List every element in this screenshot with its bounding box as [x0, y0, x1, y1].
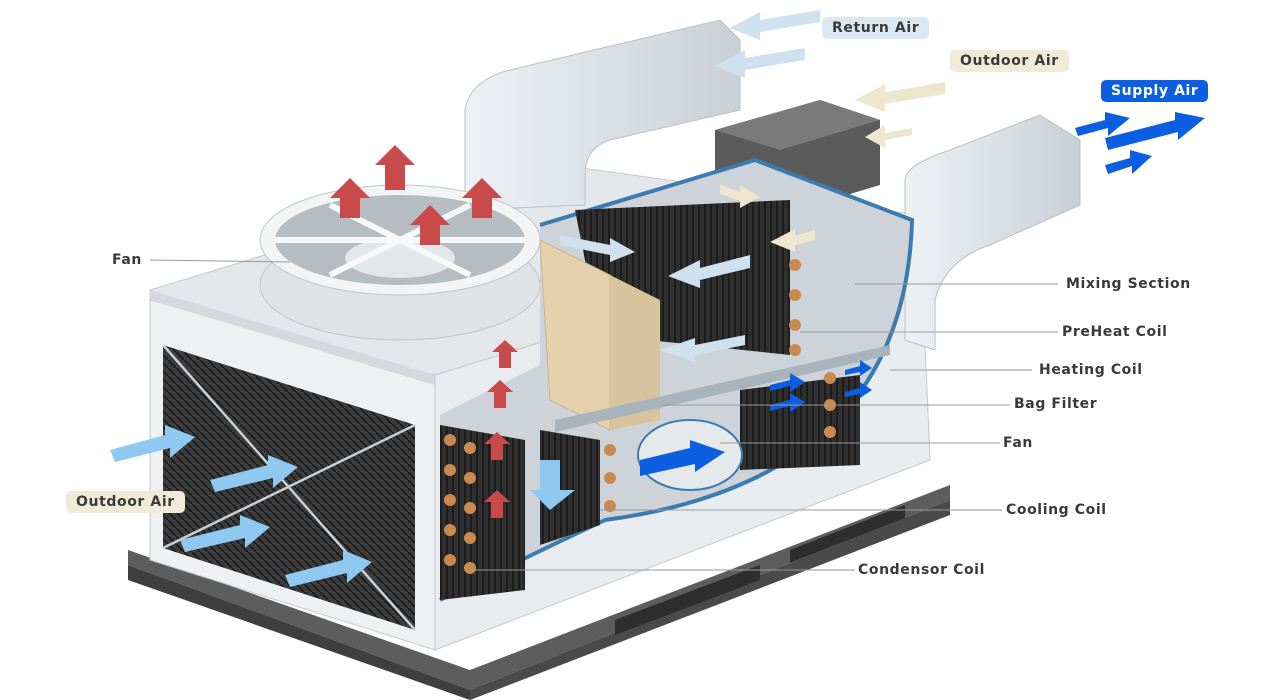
intake-arrows — [110, 425, 575, 587]
outdoor-air-left-label: Outdoor Air — [66, 491, 185, 513]
fan-right-label: Fan — [1003, 435, 1033, 451]
exhaust-arrows — [330, 145, 518, 518]
supply-duct — [904, 114, 1081, 351]
fan-left-label: Fan — [112, 252, 142, 268]
mixing-section-label: Mixing Section — [1066, 276, 1191, 292]
preheat-coil-label: PreHeat Coil — [1062, 324, 1168, 340]
cutaway-interior — [439, 157, 915, 602]
outdoor-air-arrows-top — [855, 82, 945, 148]
bag-filter-label: Bag Filter — [1014, 396, 1098, 412]
return-air-arrows — [715, 10, 820, 78]
supply-air-label: Supply Air — [1101, 80, 1209, 102]
return-air-label: Return Air — [822, 17, 930, 39]
supply-air-arrows — [1075, 112, 1205, 174]
return-duct — [464, 19, 741, 211]
internal-flow-arrows — [560, 185, 872, 476]
unit-base — [128, 485, 950, 700]
condenser-fan — [259, 184, 541, 341]
outdoor-air-top-label: Outdoor Air — [950, 50, 1069, 72]
leader-lines — [149, 259, 1058, 571]
condensor-coil-label: Condensor Coil — [858, 562, 985, 578]
cooling-coil-label: Cooling Coil — [1006, 502, 1107, 518]
heating-coil-label: Heating Coil — [1039, 362, 1143, 378]
